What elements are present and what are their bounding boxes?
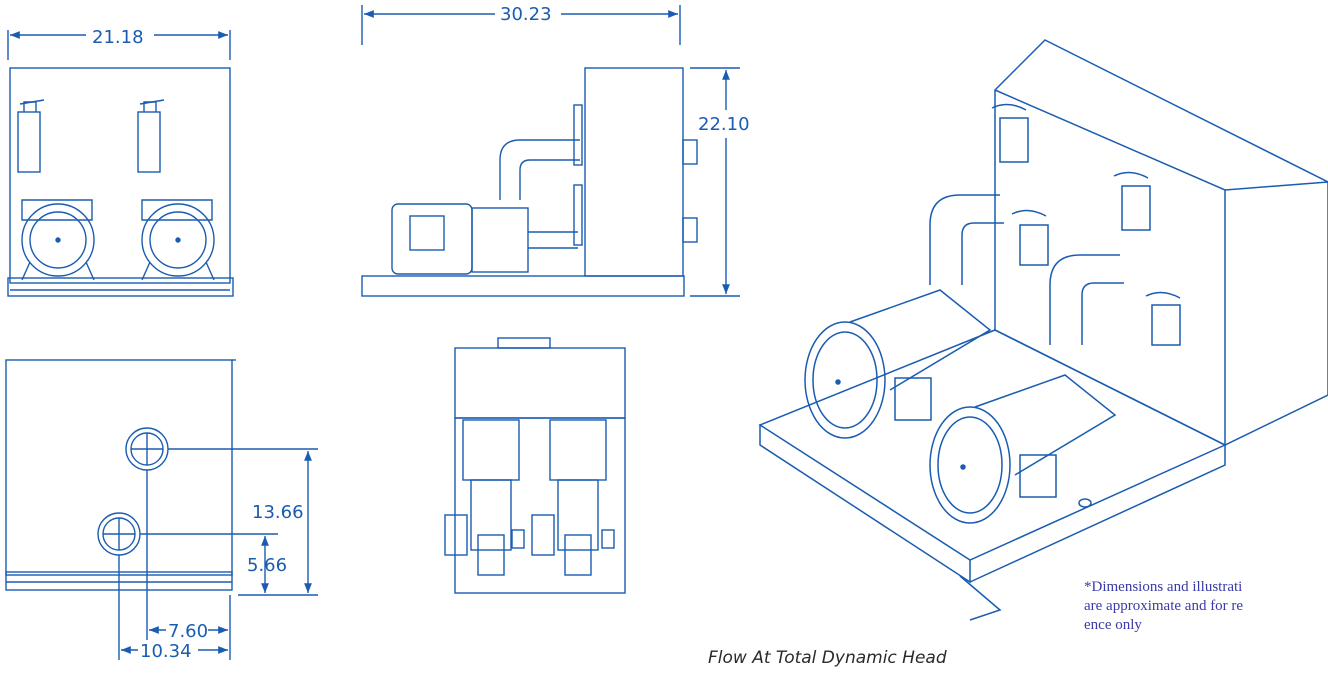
side-height-label: 22.10	[698, 114, 750, 135]
front-view	[7, 30, 234, 297]
rear-view	[5, 359, 318, 660]
lower-outlet-offset-label: 7.60	[168, 621, 208, 642]
figure-caption: Flow At Total Dynamic Head	[708, 648, 947, 668]
disclaimer-line-3: ence only	[1084, 617, 1142, 633]
disclaimer-note: *Dimensions and illustrati are approxima…	[1084, 578, 1328, 635]
lower-outlet-height-label: 5.66	[247, 555, 287, 576]
upper-outlet-offset-label: 10.34	[140, 641, 192, 662]
front-width-label: 21.18	[92, 27, 144, 48]
side-view	[361, 5, 740, 297]
top-view	[444, 337, 626, 594]
isometric-view	[758, 39, 1328, 621]
disclaimer-line-2: are approximate and for re	[1084, 598, 1244, 614]
upper-outlet-height-label: 13.66	[252, 502, 304, 523]
dimension-labels: 21.18 30.23 22.10 13.66 5.66 7.60 10.34	[86, 2, 752, 664]
side-length-label: 30.23	[500, 4, 552, 25]
disclaimer-line-1: *Dimensions and illustrati	[1084, 579, 1243, 595]
